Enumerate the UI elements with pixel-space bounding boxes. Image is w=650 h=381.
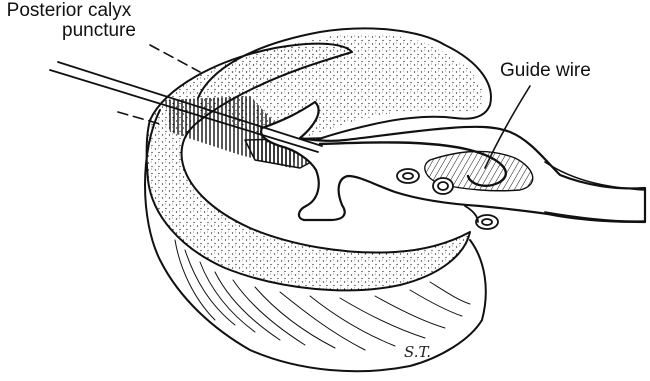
- tract-line-upper: [150, 45, 200, 72]
- posterior-calyx-puncture-label: Posterior calyx puncture: [2, 1, 136, 41]
- puncture-label-line2: puncture: [2, 21, 136, 41]
- artist-signature: S.T.: [404, 343, 431, 361]
- guide-wire-label: Guide wire: [500, 61, 591, 81]
- puncture-label-line1: Posterior calyx: [2, 1, 136, 21]
